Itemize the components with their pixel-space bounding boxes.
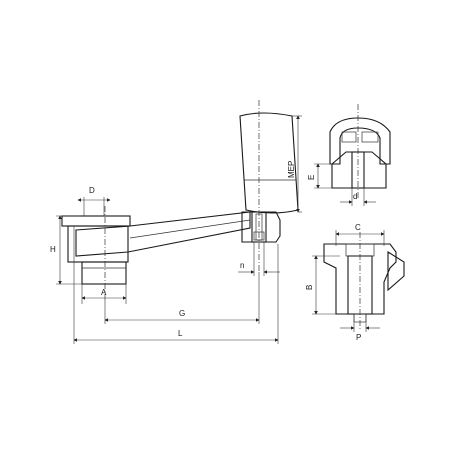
section-view-bottom: C B P: [305, 223, 405, 342]
hub-section-outer: [323, 243, 397, 315]
dim-label-e: E: [307, 175, 316, 180]
arm-end-boss: [241, 211, 281, 243]
arm-stub: [387, 251, 405, 292]
dim-label-d: D: [89, 186, 95, 195]
dim-label-p: P: [356, 333, 361, 342]
dim-label-g: G: [179, 309, 185, 318]
dim-label-n: n: [240, 261, 244, 270]
cap-section: [329, 117, 391, 165]
dim-label-l: L: [178, 329, 183, 338]
hub-top-flange: [61, 215, 131, 227]
dim-label-h: H: [50, 245, 56, 254]
main-side-view: D H A G L n MEP: [50, 100, 302, 344]
dim-label-c: C: [355, 223, 361, 232]
dim-label-mep: MEP: [287, 161, 296, 178]
boss-section-top: [331, 151, 387, 189]
crank-arm: [75, 211, 251, 257]
dim-label-a: A: [101, 288, 107, 297]
section-view-top: E d: [307, 104, 391, 206]
dim-label-b: B: [305, 285, 314, 290]
dim-label-d-small: d: [353, 192, 357, 201]
hub-collar: [81, 261, 127, 285]
hub-body: [67, 225, 129, 263]
